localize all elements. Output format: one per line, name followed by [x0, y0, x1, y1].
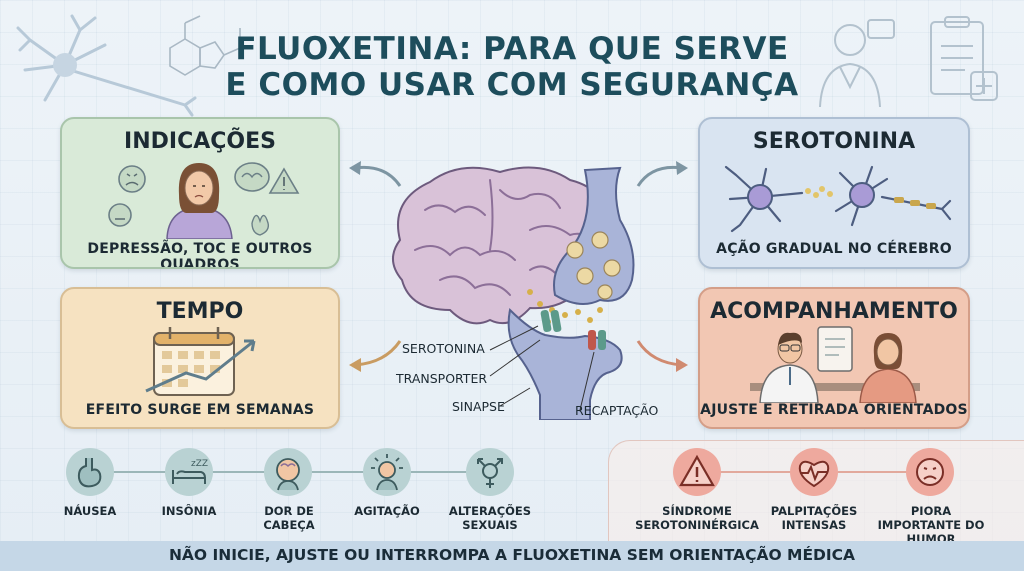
neurons-icon — [724, 165, 952, 233]
arrow-to-acompanhamento-icon — [636, 340, 688, 372]
card-indicacoes: INDICAÇÕES DEPRES — [60, 117, 340, 269]
card-indicacoes-heading: INDICAÇÕES — [124, 129, 276, 154]
card-tempo: TEMPO EFEITO SURGE EM SEMANAS — [60, 287, 340, 429]
footer-warning-text: NÃO INICIE, AJUSTE OU INTERROMPA A FLUOX… — [168, 546, 856, 564]
label-transporter: TRANSPORTER — [396, 371, 488, 386]
side-effect-label: ALTERAÇÕES SEXUAIS — [448, 504, 532, 532]
side-effect-label: INSÔNIA — [161, 504, 217, 518]
stomach-icon — [66, 448, 114, 496]
molecule-decoration-icon — [169, 15, 241, 76]
doctor-decoration-icon — [819, 19, 895, 107]
page-title-line2: E COMO USAR COM SEGURANÇA — [225, 67, 799, 103]
page-title-line1: FLUOXETINA: PARA QUE SERVE — [235, 31, 789, 67]
label-sinapse: SINAPSE — [452, 399, 505, 414]
doctor-patient-icon — [750, 326, 920, 403]
warning-label: SÍNDROME SEROTONINÉRGICA — [635, 504, 759, 532]
side-effect-label: DOR DE CABEÇA — [263, 504, 315, 532]
side-effect-label: NÁUSEA — [63, 504, 117, 518]
arrow-to-tempo-icon — [349, 340, 402, 372]
clipboard-decoration-icon — [930, 16, 998, 101]
warning-icon — [673, 448, 721, 496]
card-serotonina-caption: AÇÃO GRADUAL NO CÉREBRO — [716, 241, 952, 257]
footer-bar — [0, 541, 1024, 571]
label-serotonina: SEROTONINA — [402, 341, 485, 356]
sleep-icon: zZZ — [165, 448, 213, 496]
neuron-decoration-icon — [16, 14, 197, 117]
agitation-icon — [363, 448, 411, 496]
warning-label: PALPITAÇÕES INTENSAS — [770, 504, 858, 532]
warning-label: PIORA IMPORTANTE DO HUMOR — [877, 504, 985, 546]
svg-text:zZZ: zZZ — [191, 459, 208, 469]
sad-face-icon — [906, 448, 954, 496]
gender-icon — [466, 448, 514, 496]
card-serotonina: SEROTONINA AÇÃO GRADUAL NO CÉREBRO — [698, 117, 970, 269]
arrow-to-indicacoes-icon — [349, 161, 402, 187]
patient-emotions-icon — [108, 162, 300, 239]
card-acompanhamento-heading: ACOMPANHAMENTO — [710, 299, 958, 324]
card-tempo-heading: TEMPO — [156, 299, 244, 324]
side-effect-label: AGITAÇÃO — [354, 504, 420, 518]
headache-icon — [264, 448, 312, 496]
card-serotonina-heading: SEROTONINA — [752, 129, 916, 154]
brain-synapse-illustration — [392, 166, 635, 420]
label-recaptacao: RECAPTAÇÃO — [575, 403, 659, 418]
card-acompanhamento-caption: AJUSTE E RETIRADA ORIENTADOS — [700, 402, 968, 418]
card-acompanhamento: ACOMPANHAMENTO AJUSTE E RETIRADA ORIENTA… — [698, 287, 970, 429]
calendar-trend-icon — [145, 327, 256, 396]
card-tempo-caption: EFEITO SURGE EM SEMANAS — [85, 402, 315, 418]
arrow-to-serotonina-icon — [636, 161, 688, 187]
card-indicacoes-caption: DEPRESSÃO, TOC E OUTROS QUADROS — [87, 241, 313, 269]
heart-pulse-icon — [790, 448, 838, 496]
